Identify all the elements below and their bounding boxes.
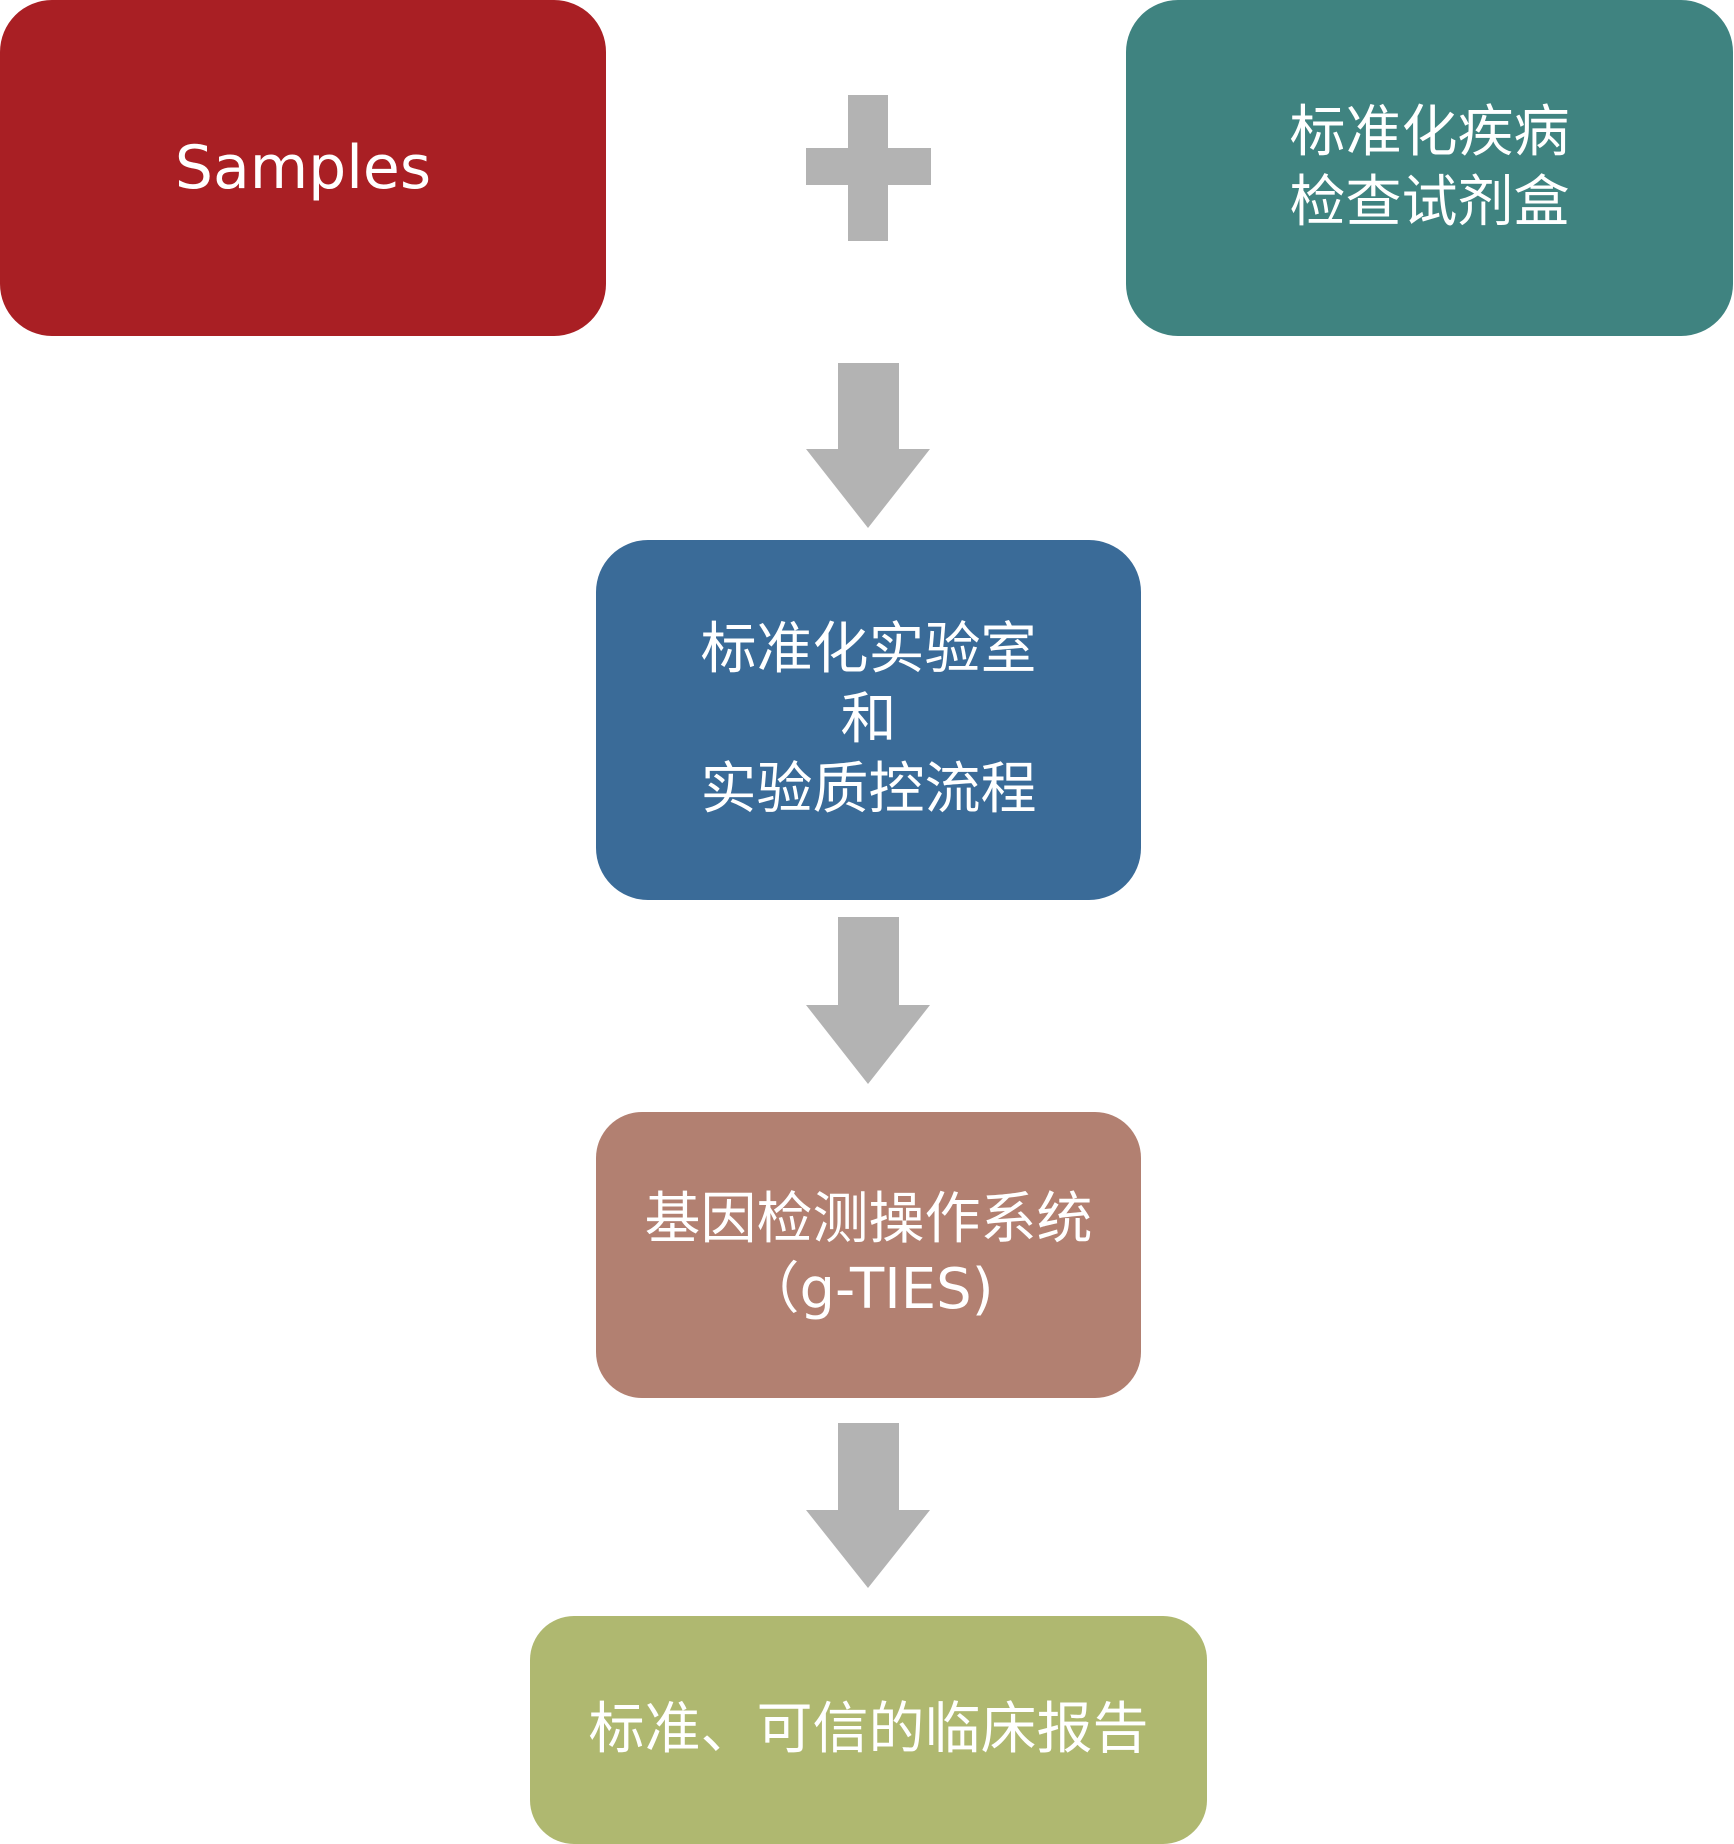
- node-lab-label-line-1: 标准化实验室: [700, 617, 1037, 682]
- node-kit-label-line-1: 标准化疾病: [1289, 100, 1570, 165]
- arrow-down-icon: [806, 917, 930, 1084]
- node-report-label: 标准、可信的临床报告: [588, 1697, 1149, 1762]
- node-lab-label-line-2: 和: [840, 687, 897, 752]
- node-system-label-line-2: （g-TIES): [743, 1257, 994, 1322]
- arrow-down-icon: [806, 363, 930, 528]
- node-system: 基因检测操作系统 （g-TIES): [596, 1112, 1141, 1398]
- node-kit-label-line-2: 检查试剂盒: [1289, 170, 1570, 235]
- node-kit: 标准化疾病 检查试剂盒: [1126, 0, 1733, 336]
- node-report: 标准、可信的临床报告: [530, 1616, 1207, 1844]
- node-lab: 标准化实验室 和 实验质控流程: [596, 540, 1141, 900]
- plus-icon: [806, 95, 931, 241]
- node-lab-label-line-3: 实验质控流程: [700, 757, 1037, 822]
- node-samples-label: Samples: [174, 133, 432, 203]
- node-samples: Samples: [0, 0, 606, 336]
- arrow-down-icon: [806, 1423, 930, 1588]
- node-system-label-line-1: 基因检测操作系统: [644, 1187, 1093, 1252]
